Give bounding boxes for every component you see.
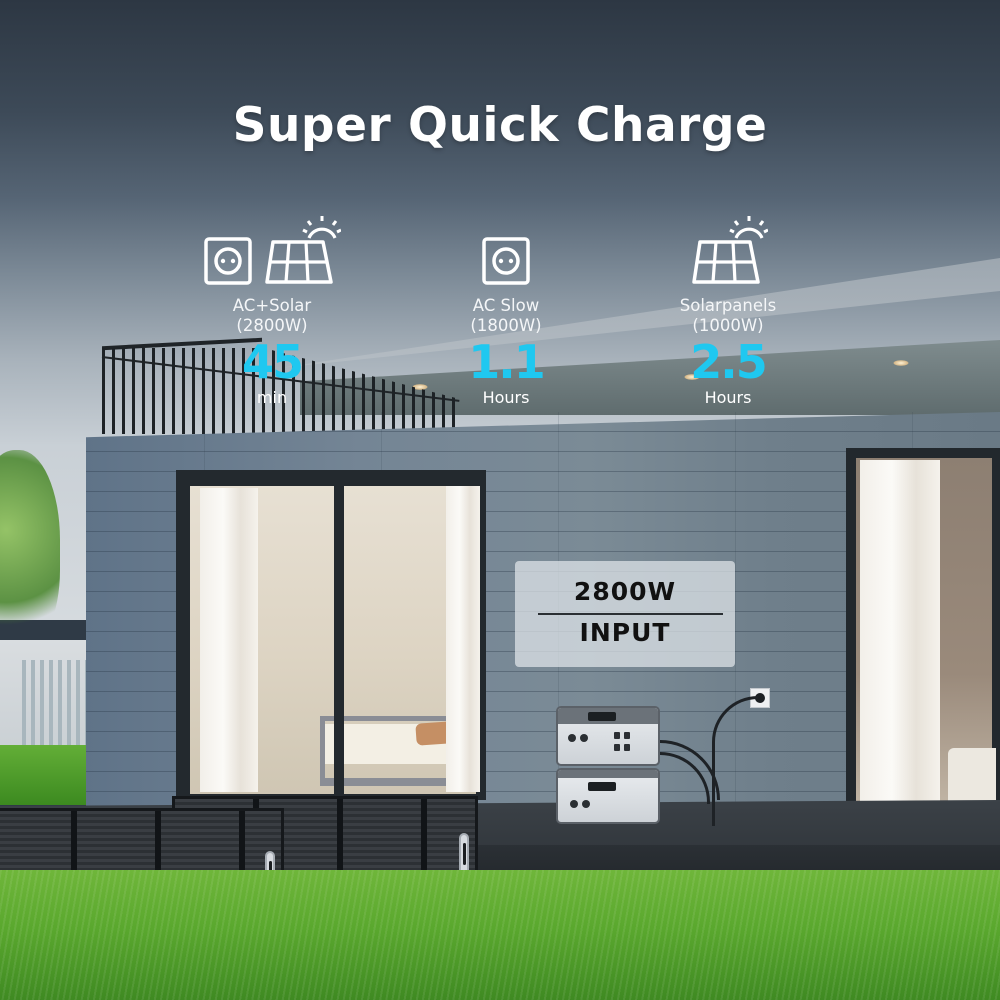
stat-wattage: (1000W) bbox=[692, 316, 764, 335]
stat-unit: Hours bbox=[482, 388, 530, 407]
power-station-main-unit bbox=[556, 706, 660, 766]
ceiling-light bbox=[893, 360, 909, 366]
power-cable bbox=[712, 696, 758, 826]
picket-fence bbox=[22, 660, 86, 745]
sliding-door-left bbox=[176, 470, 486, 800]
badge-divider bbox=[538, 613, 723, 615]
input-label: INPUT bbox=[579, 618, 671, 647]
stat-label: Solarpanels bbox=[679, 296, 777, 315]
solar-panel-icon bbox=[265, 216, 341, 284]
tree bbox=[0, 450, 60, 650]
ceiling-light bbox=[684, 374, 700, 380]
stat-wattage: (1800W) bbox=[470, 316, 542, 335]
curtain bbox=[446, 486, 480, 792]
ceiling-light bbox=[412, 384, 428, 390]
page-title: Super Quick Charge bbox=[232, 98, 768, 153]
sofa bbox=[948, 748, 996, 808]
stat-value: 45 bbox=[241, 335, 304, 389]
input-power-badge: 2800W INPUT bbox=[515, 561, 735, 667]
curtain bbox=[860, 460, 940, 816]
stat-value: 2.5 bbox=[690, 335, 768, 389]
stat-label: AC+Solar bbox=[232, 296, 312, 315]
curtain bbox=[200, 488, 258, 792]
lawn bbox=[0, 870, 1000, 1000]
lawn-left bbox=[0, 745, 90, 805]
rooftop-railing bbox=[101, 337, 462, 434]
stat-unit: Hours bbox=[704, 388, 752, 407]
power-station-extra-battery bbox=[556, 768, 660, 824]
ac-outlet-icon bbox=[204, 237, 252, 285]
input-wattage: 2800W bbox=[573, 577, 677, 606]
stat-unit: min bbox=[256, 388, 288, 407]
power-station bbox=[556, 706, 664, 826]
display-screen bbox=[588, 712, 616, 721]
display-screen bbox=[588, 782, 616, 791]
stat-wattage: (2800W) bbox=[236, 316, 308, 335]
sliding-door-right bbox=[846, 448, 1000, 832]
stat-value: 1.1 bbox=[468, 335, 546, 389]
ac-outlet-icon bbox=[482, 237, 530, 285]
charge-stat-ac-solar: AC+Solar (2800W) 45 min bbox=[162, 210, 382, 408]
solar-panel-icon bbox=[692, 216, 768, 284]
wall-outlet bbox=[750, 688, 770, 708]
charge-stat-ac-slow: AC Slow (1800W) 1.1 Hours bbox=[396, 210, 616, 408]
charge-stat-solar-panels: Solarpanels (1000W) 2.5 Hours bbox=[618, 210, 838, 408]
stat-label: AC Slow bbox=[472, 296, 540, 315]
